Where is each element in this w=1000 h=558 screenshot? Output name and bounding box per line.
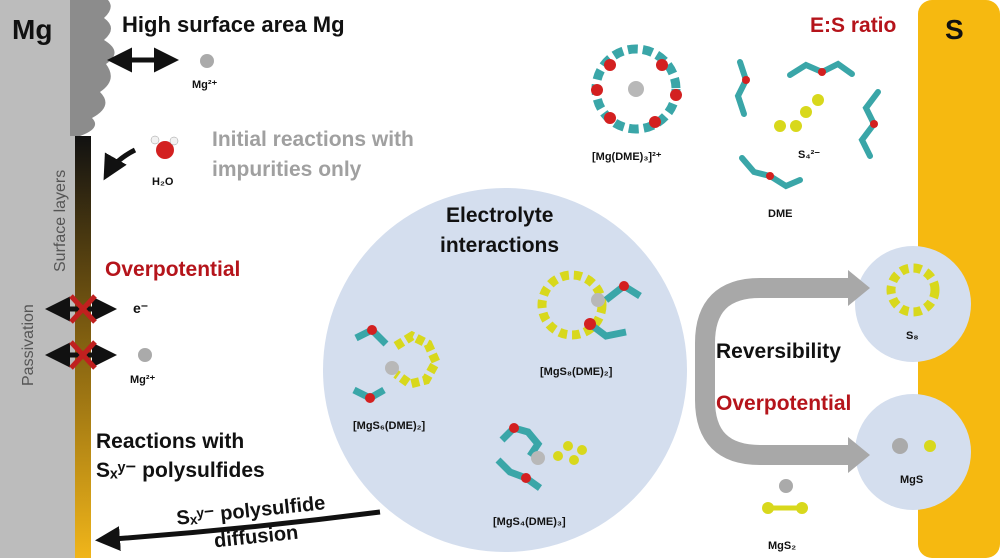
mgs8-dme2-molecule [537, 270, 642, 340]
mgs-s-atom [924, 440, 936, 452]
mgs8-top-label: [MgS₈(DME)₂] [540, 366, 613, 378]
mg-ion-top-label: Mg²⁺ [192, 79, 218, 91]
mg-rough-surface [70, 0, 115, 136]
mgs6-dme2-molecule [352, 325, 442, 403]
mg-dme3-label: [Mg(DME)₃]²⁺ [592, 151, 662, 163]
mgs2-mg-atom [779, 479, 793, 493]
passivation-label: Passivation [20, 304, 37, 386]
mg-ion-left-dot [138, 348, 152, 362]
mgs2-s-atom-1 [762, 502, 774, 514]
mg-ion-left-label: Mg²⁺ [130, 374, 156, 386]
impurity-arrow [103, 147, 137, 181]
electrolyte-title-line2: interactions [440, 234, 560, 257]
water-h2 [169, 136, 179, 146]
blocked-mg-ion-icon [69, 340, 97, 370]
arrow-head-upper [848, 270, 870, 306]
mg-dme3-molecule [591, 44, 682, 134]
electron-label: e⁻ [133, 300, 149, 316]
mg-ion-top-dot [200, 54, 214, 68]
mgs-circle [855, 394, 971, 510]
blocked-electron-icon [69, 294, 97, 324]
water-oxygen [156, 141, 174, 159]
mgs4-label: [MgS₄(DME)₃] [493, 516, 566, 528]
reversibility-arrow [695, 278, 855, 465]
s8-circle [855, 246, 971, 362]
reversibility-label: Reversibility [716, 340, 841, 363]
overpotential-right-label: Overpotential [716, 392, 852, 415]
dme-label: DME [768, 208, 793, 220]
anode-label: Mg [12, 14, 53, 45]
mgs2-s-atom-2 [796, 502, 808, 514]
mgs2-label: MgS₂ [768, 540, 797, 552]
mgs6-label: [MgS₆(DME)₂] [353, 420, 426, 432]
cathode-label: S [945, 14, 964, 45]
s8-ring [886, 263, 940, 317]
arrow-head-lower [848, 437, 870, 473]
electrolyte-title-line1: Electrolyte [446, 204, 554, 227]
electrolyte-circle [323, 188, 687, 552]
water-h1 [150, 135, 160, 145]
mg-anode-bar [0, 0, 75, 558]
s8-label: S₈ [906, 330, 919, 342]
reactions-line1: Reactions with [96, 430, 245, 453]
overpotential-left-label: Overpotential [105, 258, 241, 281]
water-label: H₂O [152, 176, 174, 188]
diffusion-arrow [95, 509, 381, 552]
initial-reactions-line2: impurities only [212, 158, 362, 181]
es-ratio-label: E:S ratio [810, 14, 897, 37]
mgs-mg-atom [892, 438, 908, 454]
s4-molecule [774, 94, 824, 132]
s4-label: S₄²⁻ [798, 149, 821, 161]
initial-reactions-line1: Initial reactions with [212, 128, 414, 151]
dme-oxygens [742, 68, 878, 180]
surface-layers-label: Surface layers [52, 169, 69, 272]
high-surface-area-label: High surface area Mg [122, 12, 345, 37]
dme-molecules [734, 59, 881, 190]
mgs-label: MgS [900, 474, 924, 486]
mgs4-dme3-molecule [495, 423, 587, 491]
reactions-line2: Sₓʸ⁻ polysulfides [96, 459, 265, 482]
